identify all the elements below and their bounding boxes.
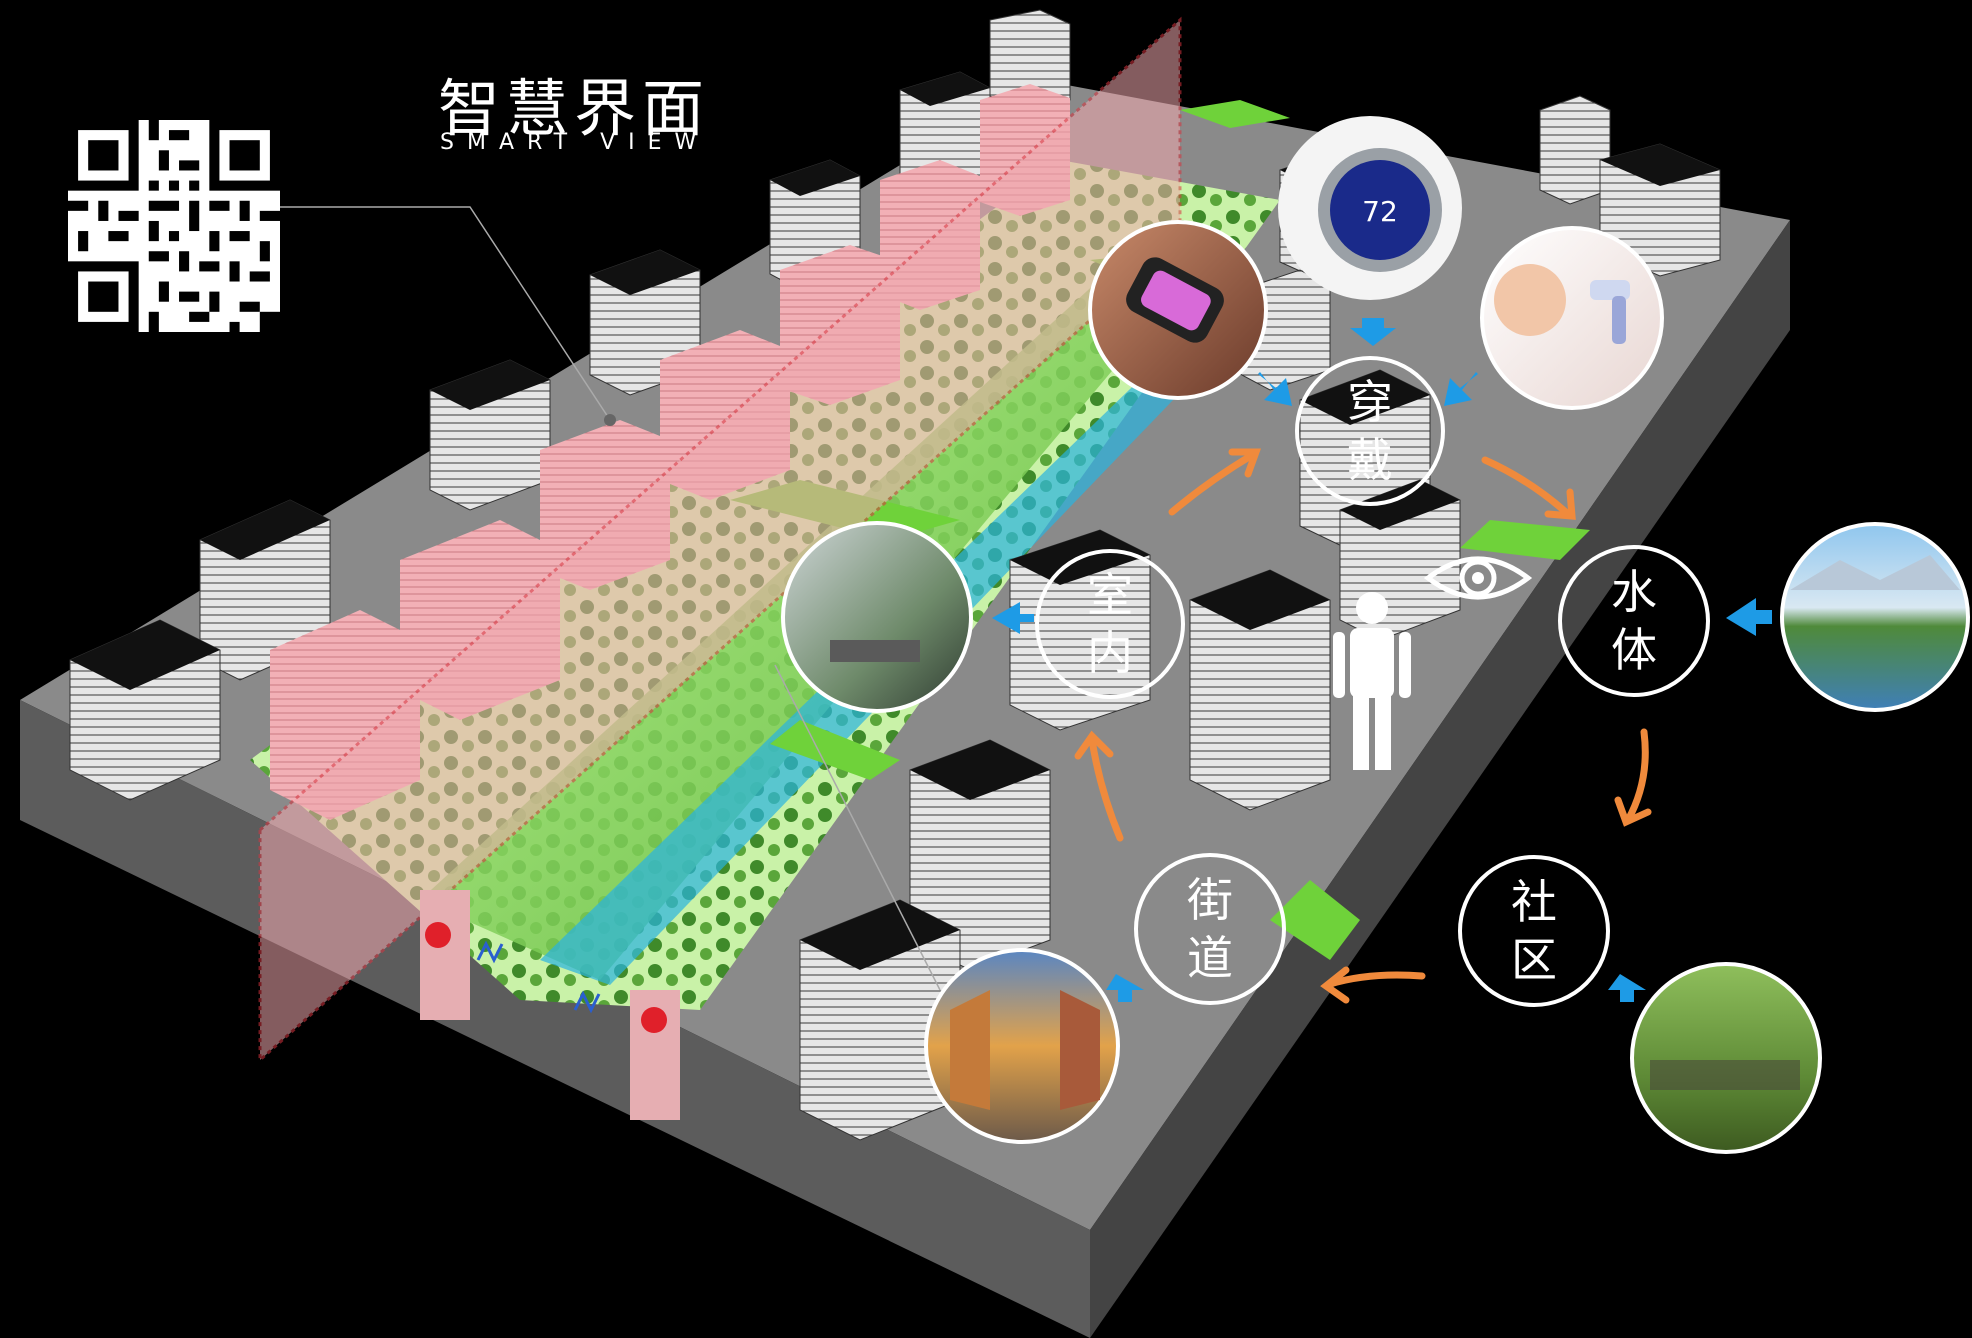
node-indoor: 室 内 [1035, 549, 1185, 699]
arrow-lake [1726, 598, 1772, 636]
blue-zigzag [476, 940, 504, 964]
eye-icon [1423, 556, 1533, 600]
blue-zigzag [573, 990, 601, 1014]
arrow-baby [1444, 372, 1478, 406]
baby-thermometer-photo [1480, 226, 1664, 410]
node-street: 街 道 [1134, 853, 1286, 1005]
arrow-wear-to-water [1481, 456, 1572, 518]
red-marker [425, 922, 451, 948]
node-community-char1: 社 [1511, 875, 1557, 929]
red-marker [641, 1007, 667, 1033]
green-bridge [1180, 100, 1290, 128]
green-bridge [1460, 520, 1590, 560]
arrow-community-to-street [1326, 971, 1426, 988]
site-base-side [1090, 220, 1790, 1338]
node-indoor-char1: 室 [1087, 568, 1133, 622]
thermostat-photo: 72 [1278, 116, 1462, 300]
indoor-garden-photo [781, 521, 973, 713]
node-wear: 穿 戴 [1295, 356, 1445, 506]
green-bridge [770, 720, 900, 780]
park-people-photo [1630, 962, 1822, 1154]
person-icon [1333, 592, 1411, 770]
node-street-char1: 街 [1187, 873, 1233, 927]
lake-photo [1780, 522, 1970, 712]
indoor-leader-line [774, 664, 941, 991]
node-community: 社 区 [1458, 855, 1610, 1007]
blue-flow-arrows [992, 318, 1772, 1002]
arrow-watch [1258, 372, 1292, 406]
node-community-char2: 区 [1511, 933, 1557, 987]
left-building-row [69, 9, 1071, 801]
arrow-street-to-indoor [1088, 736, 1124, 842]
node-indoor-char2: 内 [1087, 626, 1133, 680]
node-wear-char1: 穿 [1347, 375, 1393, 429]
qr-code-icon [68, 120, 280, 332]
arrow-street [1106, 974, 1144, 1002]
arrow-water-to-community [1624, 728, 1649, 824]
arrow-indoor-to-wear [1168, 450, 1258, 516]
node-water-char2: 体 [1611, 623, 1657, 677]
node-street-char2: 道 [1187, 931, 1233, 985]
node-wear-char2: 戴 [1347, 433, 1393, 487]
basement-shaft [420, 890, 470, 1020]
orange-flow-arrows [1074, 448, 1652, 1004]
pink-section-plane [258, 16, 1182, 1064]
smartwatch-photo [1088, 220, 1268, 400]
street-town-photo [924, 948, 1120, 1144]
node-water: 水 体 [1558, 545, 1710, 697]
qr-leader-line [280, 206, 611, 421]
arrow-park [1608, 974, 1646, 1002]
arrow-indoor [992, 602, 1034, 634]
thermostat-reading: 72 [1362, 195, 1398, 228]
green-bridge [1270, 880, 1360, 960]
page-title: 智慧界面 [438, 72, 711, 145]
node-water-char1: 水 [1611, 565, 1657, 619]
page-subtitle: SMART VIEW [440, 130, 710, 155]
leader-dot [604, 414, 616, 426]
arrow-thermostat [1350, 318, 1396, 346]
